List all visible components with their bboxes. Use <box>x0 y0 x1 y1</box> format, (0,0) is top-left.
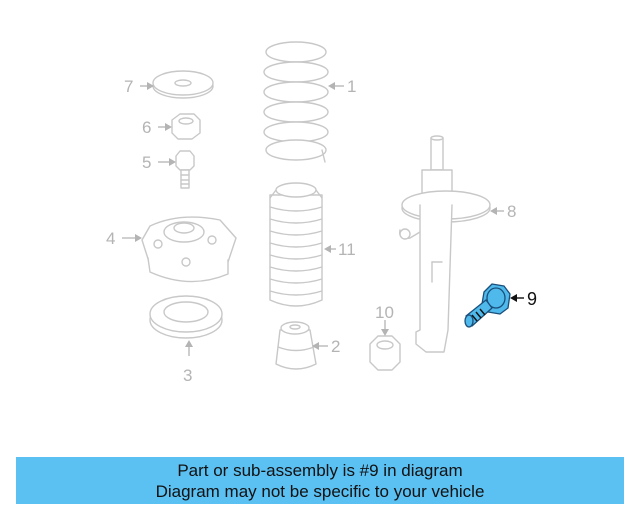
part-10-nut <box>369 335 401 371</box>
banner-line-disclaimer: Diagram may not be specific to your vehi… <box>155 482 485 501</box>
part-6-nut <box>171 113 201 140</box>
callout-8: 8 <box>507 202 516 221</box>
part-7-spring-seat <box>152 70 214 99</box>
part-8-strut-assembly <box>399 135 491 353</box>
parts-diagram: 7 6 5 4 3 1 11 2 10 8 9 <box>106 41 537 385</box>
banner-line-part-number: Part or sub-assembly is #9 in diagram <box>177 461 463 480</box>
callout-9[interactable]: 9 <box>527 289 537 309</box>
callout-labels: 7 6 5 4 3 1 11 2 10 8 9 <box>106 77 537 385</box>
callout-6: 6 <box>142 118 151 137</box>
part-11-dust-boot <box>269 182 323 307</box>
part-9-bolt-highlighted[interactable] <box>464 283 511 328</box>
info-banner: Part or sub-assembly is #9 in diagram Di… <box>16 457 624 504</box>
callout-5: 5 <box>142 153 151 172</box>
callout-leaders <box>122 82 524 356</box>
part-4-strut-mount <box>141 216 237 283</box>
callout-11: 11 <box>338 240 356 259</box>
part-5-bolt <box>175 150 195 189</box>
part-3-bearing <box>149 295 223 339</box>
callout-1: 1 <box>347 77 356 96</box>
part-1-coil-spring <box>263 41 329 163</box>
callout-2: 2 <box>331 337 340 356</box>
callout-10: 10 <box>375 303 394 322</box>
callout-4: 4 <box>106 229 115 248</box>
callout-3: 3 <box>183 366 192 385</box>
part-2-bump-stop <box>275 321 317 370</box>
callout-7: 7 <box>124 77 133 96</box>
